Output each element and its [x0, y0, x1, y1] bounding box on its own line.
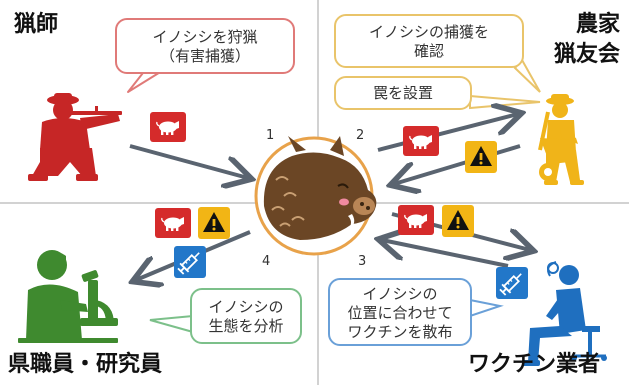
vaccinator-bubble-line3: ワクチンを散布: [347, 323, 453, 341]
vaccine-icon: [496, 267, 528, 299]
researcher-bubble-line2: 生態を分析: [208, 317, 284, 335]
arrow-boar-to-farmer: [377, 114, 518, 152]
warning-icon: [442, 205, 474, 237]
arrow-vaccinator-to-boar: [382, 240, 509, 268]
role-vaccinator-label: ワクチン業者: [468, 352, 601, 377]
researcher-bubble-tail: [149, 314, 194, 334]
farmer-bubble-a: イノシシの捕獲を 確認: [334, 14, 524, 68]
vaccinator-bubble-line2: 位置に合わせて: [347, 304, 453, 322]
vaccinator-bubble-line1: イノシシの: [362, 285, 438, 303]
hunter-figure: [28, 93, 122, 181]
step-number-1: 1: [266, 128, 275, 143]
farmer-bubble-b-text: 罠を設置: [372, 84, 433, 102]
researcher-figure: [18, 250, 118, 343]
vaccine-icon: [174, 246, 206, 278]
step-number-4: 4: [262, 254, 271, 269]
step-number-2: 2: [356, 128, 365, 143]
pig-icon: [150, 112, 186, 142]
pig-icon: [398, 205, 434, 235]
warning-icon: [198, 207, 230, 239]
pig-icon: [403, 126, 439, 156]
researcher-bubble-line1: イノシシの: [208, 298, 284, 316]
role-hunter-label: 猟師: [14, 12, 59, 37]
role-researcher-label: 県職員・研究員: [8, 352, 163, 377]
role-farmer-label-line2: 猟友会: [553, 42, 620, 67]
role-farmer-label-line1: 農家: [575, 12, 620, 37]
hunter-bubble-line1: イノシシを狩猟: [152, 28, 258, 46]
arrow-farmer-to-boar: [394, 144, 521, 184]
vaccinator-figure: [522, 261, 607, 366]
researcher-bubble: イノシシの 生態を分析: [190, 288, 302, 344]
farmer-bubble-a-line2: 確認: [413, 42, 444, 60]
arrow-hunter-to-boar: [129, 144, 248, 178]
farmer-bubble-b: 罠を設置: [334, 76, 472, 110]
hunter-bubble-line2: （有害捕獲）: [159, 47, 250, 65]
boar-icon: [254, 136, 377, 256]
warning-icon: [465, 141, 497, 173]
hunter-bubble: イノシシを狩猟 （有害捕獲）: [115, 18, 295, 74]
farmer-figure: [538, 94, 584, 185]
pig-icon: [155, 208, 191, 238]
farmer-bubble-b-tail: [469, 94, 541, 110]
farmer-bubble-a-line1: イノシシの捕獲を: [368, 23, 489, 41]
vaccinator-bubble: イノシシの 位置に合わせて ワクチンを散布: [328, 278, 472, 346]
step-number-3: 3: [358, 254, 367, 269]
vaccinator-bubble-tail: [469, 298, 504, 318]
